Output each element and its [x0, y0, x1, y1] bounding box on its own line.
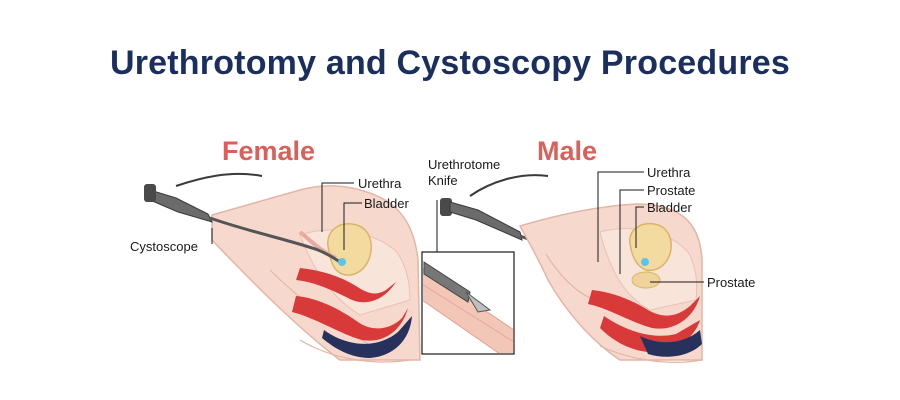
urethrotome-inset — [421, 200, 515, 355]
female-heading: Female — [222, 136, 316, 166]
urethrotome-label-line2: Knife — [428, 173, 458, 188]
cystoscope-label: Cystoscope — [130, 239, 198, 254]
male-anatomy — [518, 203, 703, 363]
male-leader-lines — [597, 171, 704, 283]
urethrotome-label-line1: Urethrotome — [428, 157, 501, 172]
male-urethra-label: Urethra — [647, 165, 691, 180]
male-prostate-top-label: Prostate — [647, 183, 696, 198]
male-bladder-label: Bladder — [647, 200, 692, 215]
male-prostate-side-label: Prostate — [707, 275, 756, 290]
page-title: Urethrotomy and Cystoscopy Procedures — [109, 44, 790, 82]
female-bladder-label: Bladder — [364, 196, 409, 211]
female-urethra-label: Urethra — [358, 176, 402, 191]
female-leader-lines — [211, 182, 362, 250]
male-heading: Male — [537, 136, 598, 166]
female-anatomy — [211, 185, 421, 363]
female-cystoscope — [144, 172, 346, 266]
